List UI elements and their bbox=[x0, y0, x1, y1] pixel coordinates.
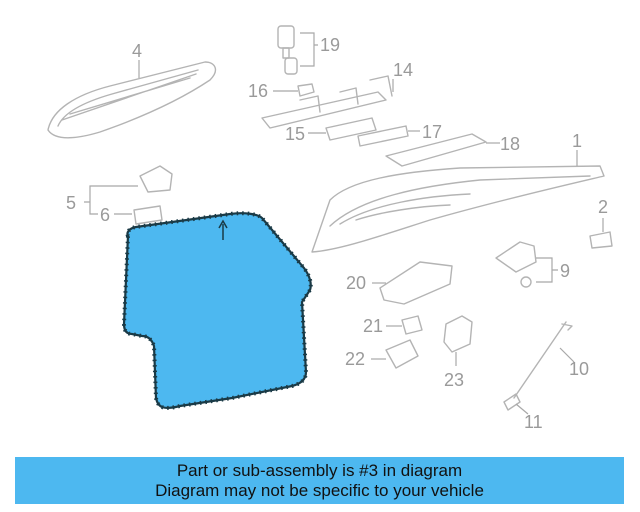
part-14-hinge[interactable] bbox=[261, 75, 393, 129]
part-19-striker[interactable] bbox=[277, 25, 298, 75]
callout-18[interactable]: 18 bbox=[500, 134, 520, 154]
callout-23[interactable]: 23 bbox=[444, 370, 464, 390]
part-20-actuator[interactable] bbox=[379, 261, 453, 305]
part-1-back-door[interactable] bbox=[311, 165, 605, 253]
callout-15[interactable]: 15 bbox=[285, 124, 305, 144]
part-22-motor[interactable] bbox=[385, 339, 419, 369]
part-4-spoiler[interactable] bbox=[47, 61, 217, 139]
callout-20[interactable]: 20 bbox=[346, 273, 366, 293]
part-2-bumper[interactable] bbox=[589, 231, 613, 249]
callout-22[interactable]: 22 bbox=[345, 349, 365, 369]
part-3-weatherstrip[interactable] bbox=[121, 211, 313, 410]
diagram-caption: Part or sub-assembly is #3 in diagram Di… bbox=[15, 457, 624, 504]
part-21-switch[interactable] bbox=[401, 315, 423, 335]
part-23-cover[interactable] bbox=[443, 315, 473, 353]
callout-1[interactable]: 1 bbox=[572, 131, 582, 151]
callout-6[interactable]: 6 bbox=[100, 205, 110, 225]
part-9-latch[interactable] bbox=[495, 241, 537, 273]
callout-4[interactable]: 4 bbox=[132, 41, 142, 61]
part-6-striker[interactable] bbox=[133, 205, 163, 225]
callout-2[interactable]: 2 bbox=[598, 197, 608, 217]
part-15-bracket[interactable] bbox=[325, 117, 377, 141]
callout-16[interactable]: 16 bbox=[248, 81, 268, 101]
callout-17[interactable]: 17 bbox=[422, 122, 442, 142]
part-5-latch[interactable] bbox=[139, 165, 173, 193]
part-18-glass[interactable] bbox=[385, 133, 487, 167]
caption-line-1: Part or sub-assembly is #3 in diagram bbox=[176, 461, 463, 480]
part-17-bracket[interactable] bbox=[357, 125, 409, 147]
parts-diagram: 4 19 16 14 15 17 18 1 2 5 6 bbox=[47, 25, 613, 432]
caption-line-2: Diagram may not be specific to your vehi… bbox=[155, 481, 484, 500]
part-11-clip[interactable] bbox=[503, 393, 521, 411]
callout-9[interactable]: 9 bbox=[560, 261, 570, 281]
callout-5[interactable]: 5 bbox=[66, 193, 76, 213]
callout-10[interactable]: 10 bbox=[569, 359, 589, 379]
callout-21[interactable]: 21 bbox=[363, 316, 383, 336]
callout-19[interactable]: 19 bbox=[320, 35, 340, 55]
callout-11[interactable]: 11 bbox=[524, 412, 543, 432]
callout-14[interactable]: 14 bbox=[393, 60, 413, 80]
part-10-stay[interactable] bbox=[513, 321, 573, 399]
part-16-bolt[interactable] bbox=[297, 83, 315, 97]
